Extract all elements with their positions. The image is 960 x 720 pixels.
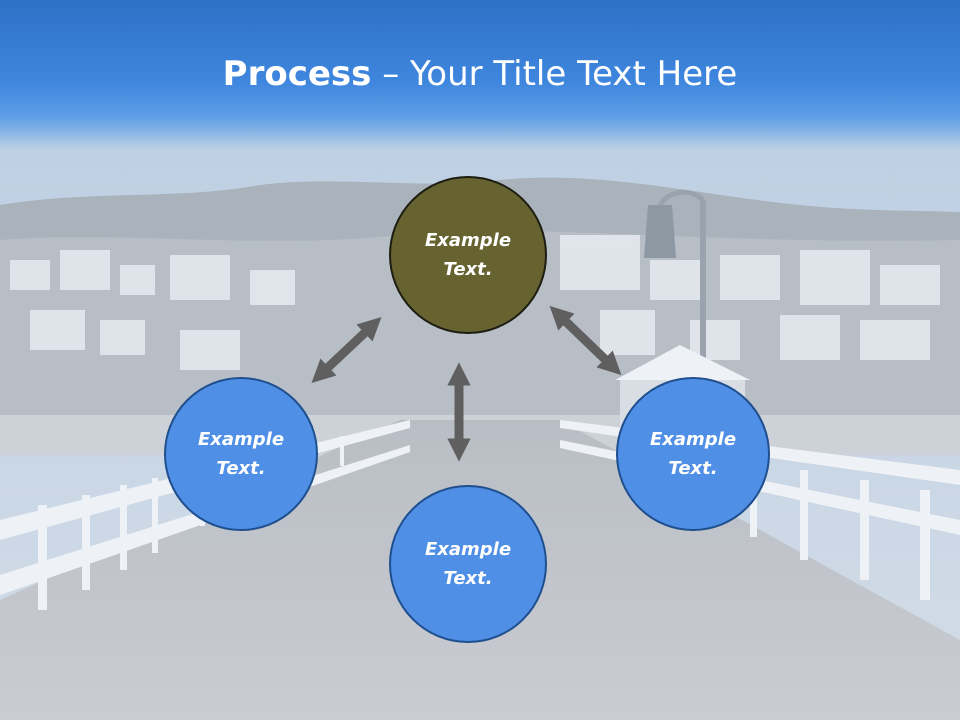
title-bold: Process (222, 54, 372, 94)
step-right-line2: Text. (668, 458, 718, 479)
step-bottom-line1: Example (424, 539, 512, 560)
step-left-line2: Text. (216, 458, 266, 479)
process-step-top: Example Text. (389, 176, 547, 334)
step-left-line1: Example (197, 429, 285, 450)
process-step-left: Example Text. (164, 377, 318, 531)
title-band (0, 0, 960, 150)
double-headed-arrow-icon (311, 316, 382, 384)
step-bottom-line2: Text. (443, 568, 493, 589)
title-text: Your Title Text Here (410, 54, 738, 94)
double-headed-arrow-icon (549, 305, 622, 376)
process-step-right: Example Text. (616, 377, 770, 531)
step-right-line1: Example (649, 429, 737, 450)
slide-title: Process – Your Title Text Here (0, 52, 960, 96)
step-top-line2: Text. (443, 259, 493, 280)
step-top-line1: Example (424, 230, 512, 251)
process-step-bottom: Example Text. (389, 485, 547, 643)
title-separator: – (371, 54, 411, 94)
